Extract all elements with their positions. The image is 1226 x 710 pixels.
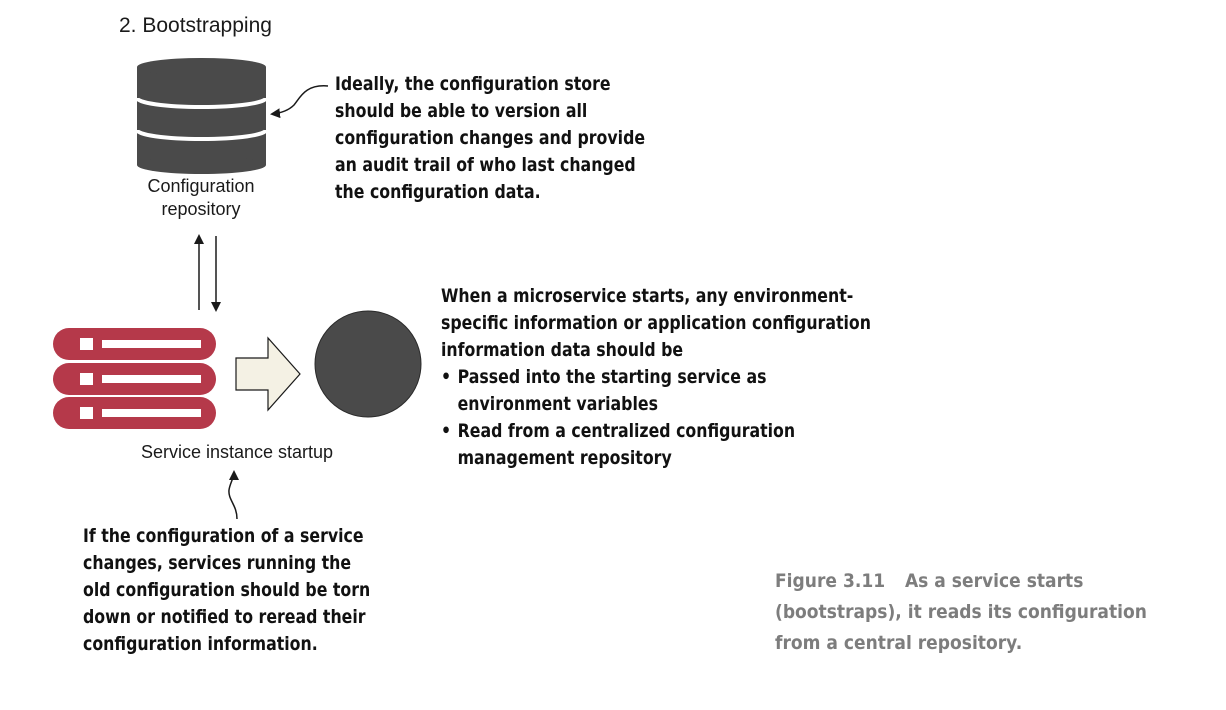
- figure-number: Figure 3.11: [775, 570, 886, 592]
- bullet-continuation: environment variables: [457, 393, 658, 415]
- server-rack-icon: [53, 328, 216, 429]
- step-title: 2. Bootstrapping: [119, 14, 272, 37]
- repository-label-line1: Configuration: [147, 176, 255, 196]
- figure-caption: Figure 3.11 As a service starts (bootstra…: [775, 566, 1147, 659]
- change-callout-line: configuration information.: [83, 633, 318, 655]
- store-callout-line: configuration changes and provide: [335, 127, 646, 149]
- store-callout-line: should be able to version all: [335, 100, 588, 122]
- bullet-dot: •: [441, 420, 452, 442]
- store-callout-line: the configuration data.: [335, 181, 541, 203]
- store-callout-line: an audit trail of who last changed: [335, 154, 636, 176]
- store-callout: Ideally, the configuration store should …: [335, 71, 645, 206]
- right-block-arrow-icon: [235, 336, 301, 412]
- startup-callout: When a microservice starts, any environm…: [441, 283, 871, 472]
- change-callout: If the configuration of a service change…: [83, 523, 370, 658]
- bullet-item: •Read from a centralized configuration: [441, 418, 871, 445]
- service-circle-icon: [314, 310, 422, 418]
- repository-label-line2: repository: [161, 199, 241, 219]
- store-callout-line: Ideally, the configuration store: [335, 73, 611, 95]
- caption-line1: As a service starts: [904, 570, 1084, 592]
- change-callout-arrow: [228, 470, 239, 520]
- startup-intro-line: information data should be: [441, 339, 684, 361]
- store-callout-arrow: [270, 85, 329, 119]
- bullet-dot: •: [441, 366, 452, 388]
- caption-line2: (bootstraps), it reads its configuration: [775, 601, 1147, 623]
- change-callout-line: changes, services running the: [83, 552, 352, 574]
- database-icon: [135, 58, 268, 174]
- service-label: Service instance startup: [140, 442, 334, 462]
- caption-line3: from a central repository.: [775, 632, 1023, 654]
- bullet-item: •Passed into the starting service as: [441, 364, 871, 391]
- bullet-continuation: management repository: [457, 447, 672, 469]
- change-callout-line: old configuration should be torn: [83, 579, 371, 601]
- bullet-text: Read from a centralized configuration: [457, 420, 796, 442]
- change-callout-line: If the configuration of a service: [83, 525, 364, 547]
- repository-label: Configuration repository: [130, 175, 272, 221]
- bullet-text: Passed into the starting service as: [457, 366, 767, 388]
- startup-intro-line: specific information or application conf…: [441, 312, 871, 334]
- startup-intro-line: When a microservice starts, any environm…: [441, 285, 854, 307]
- change-callout-line: down or notified to reread their: [83, 606, 366, 628]
